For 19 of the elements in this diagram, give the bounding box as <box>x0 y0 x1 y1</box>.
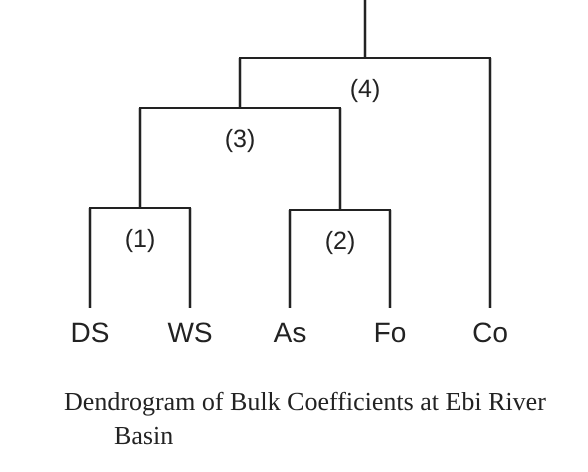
cluster-label: (1) <box>124 225 156 254</box>
branch-line <box>338 108 342 210</box>
cluster-label: (2) <box>324 227 356 256</box>
leaf-label: As <box>255 316 325 350</box>
branch-line <box>288 210 292 308</box>
leaf-label: DS <box>55 316 125 350</box>
branch-line <box>238 58 242 108</box>
caption: Dendrogram of Bulk Coefficients at Ebi River Basin <box>64 386 547 452</box>
root-line <box>364 0 366 58</box>
branch-line <box>188 208 192 308</box>
leaf-label: Fo <box>355 316 425 350</box>
branch-line <box>488 58 492 308</box>
cluster-label: (3) <box>224 125 256 154</box>
branch-line <box>88 208 92 308</box>
branch-line <box>388 210 392 308</box>
leaf-label: Co <box>455 316 525 350</box>
branch-line <box>138 108 142 208</box>
leaf-label: WS <box>155 316 225 350</box>
cluster-label: (4) <box>350 75 380 104</box>
